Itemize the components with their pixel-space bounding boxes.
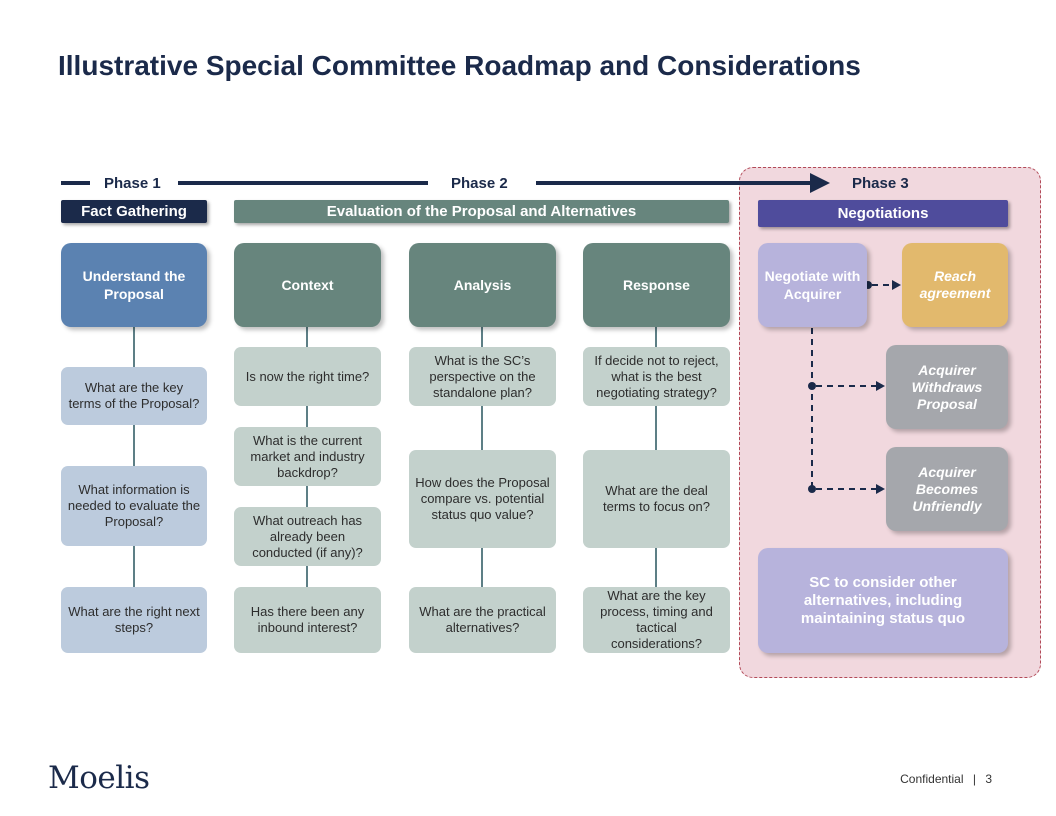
moelis-logo: Moelis: [48, 760, 150, 796]
stage-evaluation: Evaluation of the Proposal and Alternati…: [234, 200, 729, 223]
question-understand-3: What are the right next steps?: [61, 587, 207, 653]
header-context: Context: [234, 243, 381, 327]
footer-confidential: Confidential | 3: [900, 772, 992, 786]
phase-1-label: Phase 1: [104, 175, 161, 192]
question-analysis-1: What is the SC’s perspective on the stan…: [409, 347, 556, 406]
arrowhead-unfriendly: [876, 484, 885, 494]
timeline-arrowhead: [810, 173, 830, 193]
question-understand-1: What are the key terms of the Proposal?: [61, 367, 207, 425]
question-context-4: Has there been any inbound interest?: [234, 587, 381, 653]
question-analysis-2: How does the Proposal compare vs. potent…: [409, 450, 556, 548]
negotiate-with-acquirer-box: Negotiate with Acquirer: [758, 243, 867, 327]
page-title: Illustrative Special Committee Roadmap a…: [58, 50, 861, 81]
header-analysis: Analysis: [409, 243, 556, 327]
link-dot-unfriendly: [808, 485, 816, 493]
arrowhead-reach: [892, 280, 901, 290]
arrowhead-withdraws: [876, 381, 885, 391]
question-context-3: What outreach has already been conducted…: [234, 507, 381, 566]
question-analysis-3: What are the practical alternatives?: [409, 587, 556, 653]
phase-2-label: Phase 2: [451, 175, 508, 192]
question-response-1: If decide not to reject, what is the bes…: [583, 347, 730, 406]
phase-3-label: Phase 3: [852, 175, 909, 192]
question-response-2: What are the deal terms to focus on?: [583, 450, 730, 548]
acquirer-withdraws-box: Acquirer Withdraws Proposal: [886, 345, 1008, 429]
header-understand-proposal: Understand the Proposal: [61, 243, 207, 327]
confidential-label: Confidential: [900, 772, 964, 786]
question-understand-2: What information is needed to evaluate t…: [61, 466, 207, 546]
stage-negotiations: Negotiations: [758, 200, 1008, 227]
stage-fact-gathering: Fact Gathering: [61, 200, 207, 223]
question-response-3: What are the key process, timing and tac…: [583, 587, 730, 653]
header-response: Response: [583, 243, 730, 327]
question-context-1: Is now the right time?: [234, 347, 381, 406]
page-number: 3: [985, 772, 992, 786]
question-context-2: What is the current market and industry …: [234, 427, 381, 486]
link-dot-withdraws: [808, 382, 816, 390]
sc-consider-alternatives-box: SC to consider other alternatives, inclu…: [758, 548, 1008, 653]
footer-separator: |: [972, 772, 976, 786]
reach-agreement-box: Reach agreement: [902, 243, 1008, 327]
acquirer-unfriendly-box: Acquirer Becomes Unfriendly: [886, 447, 1008, 531]
